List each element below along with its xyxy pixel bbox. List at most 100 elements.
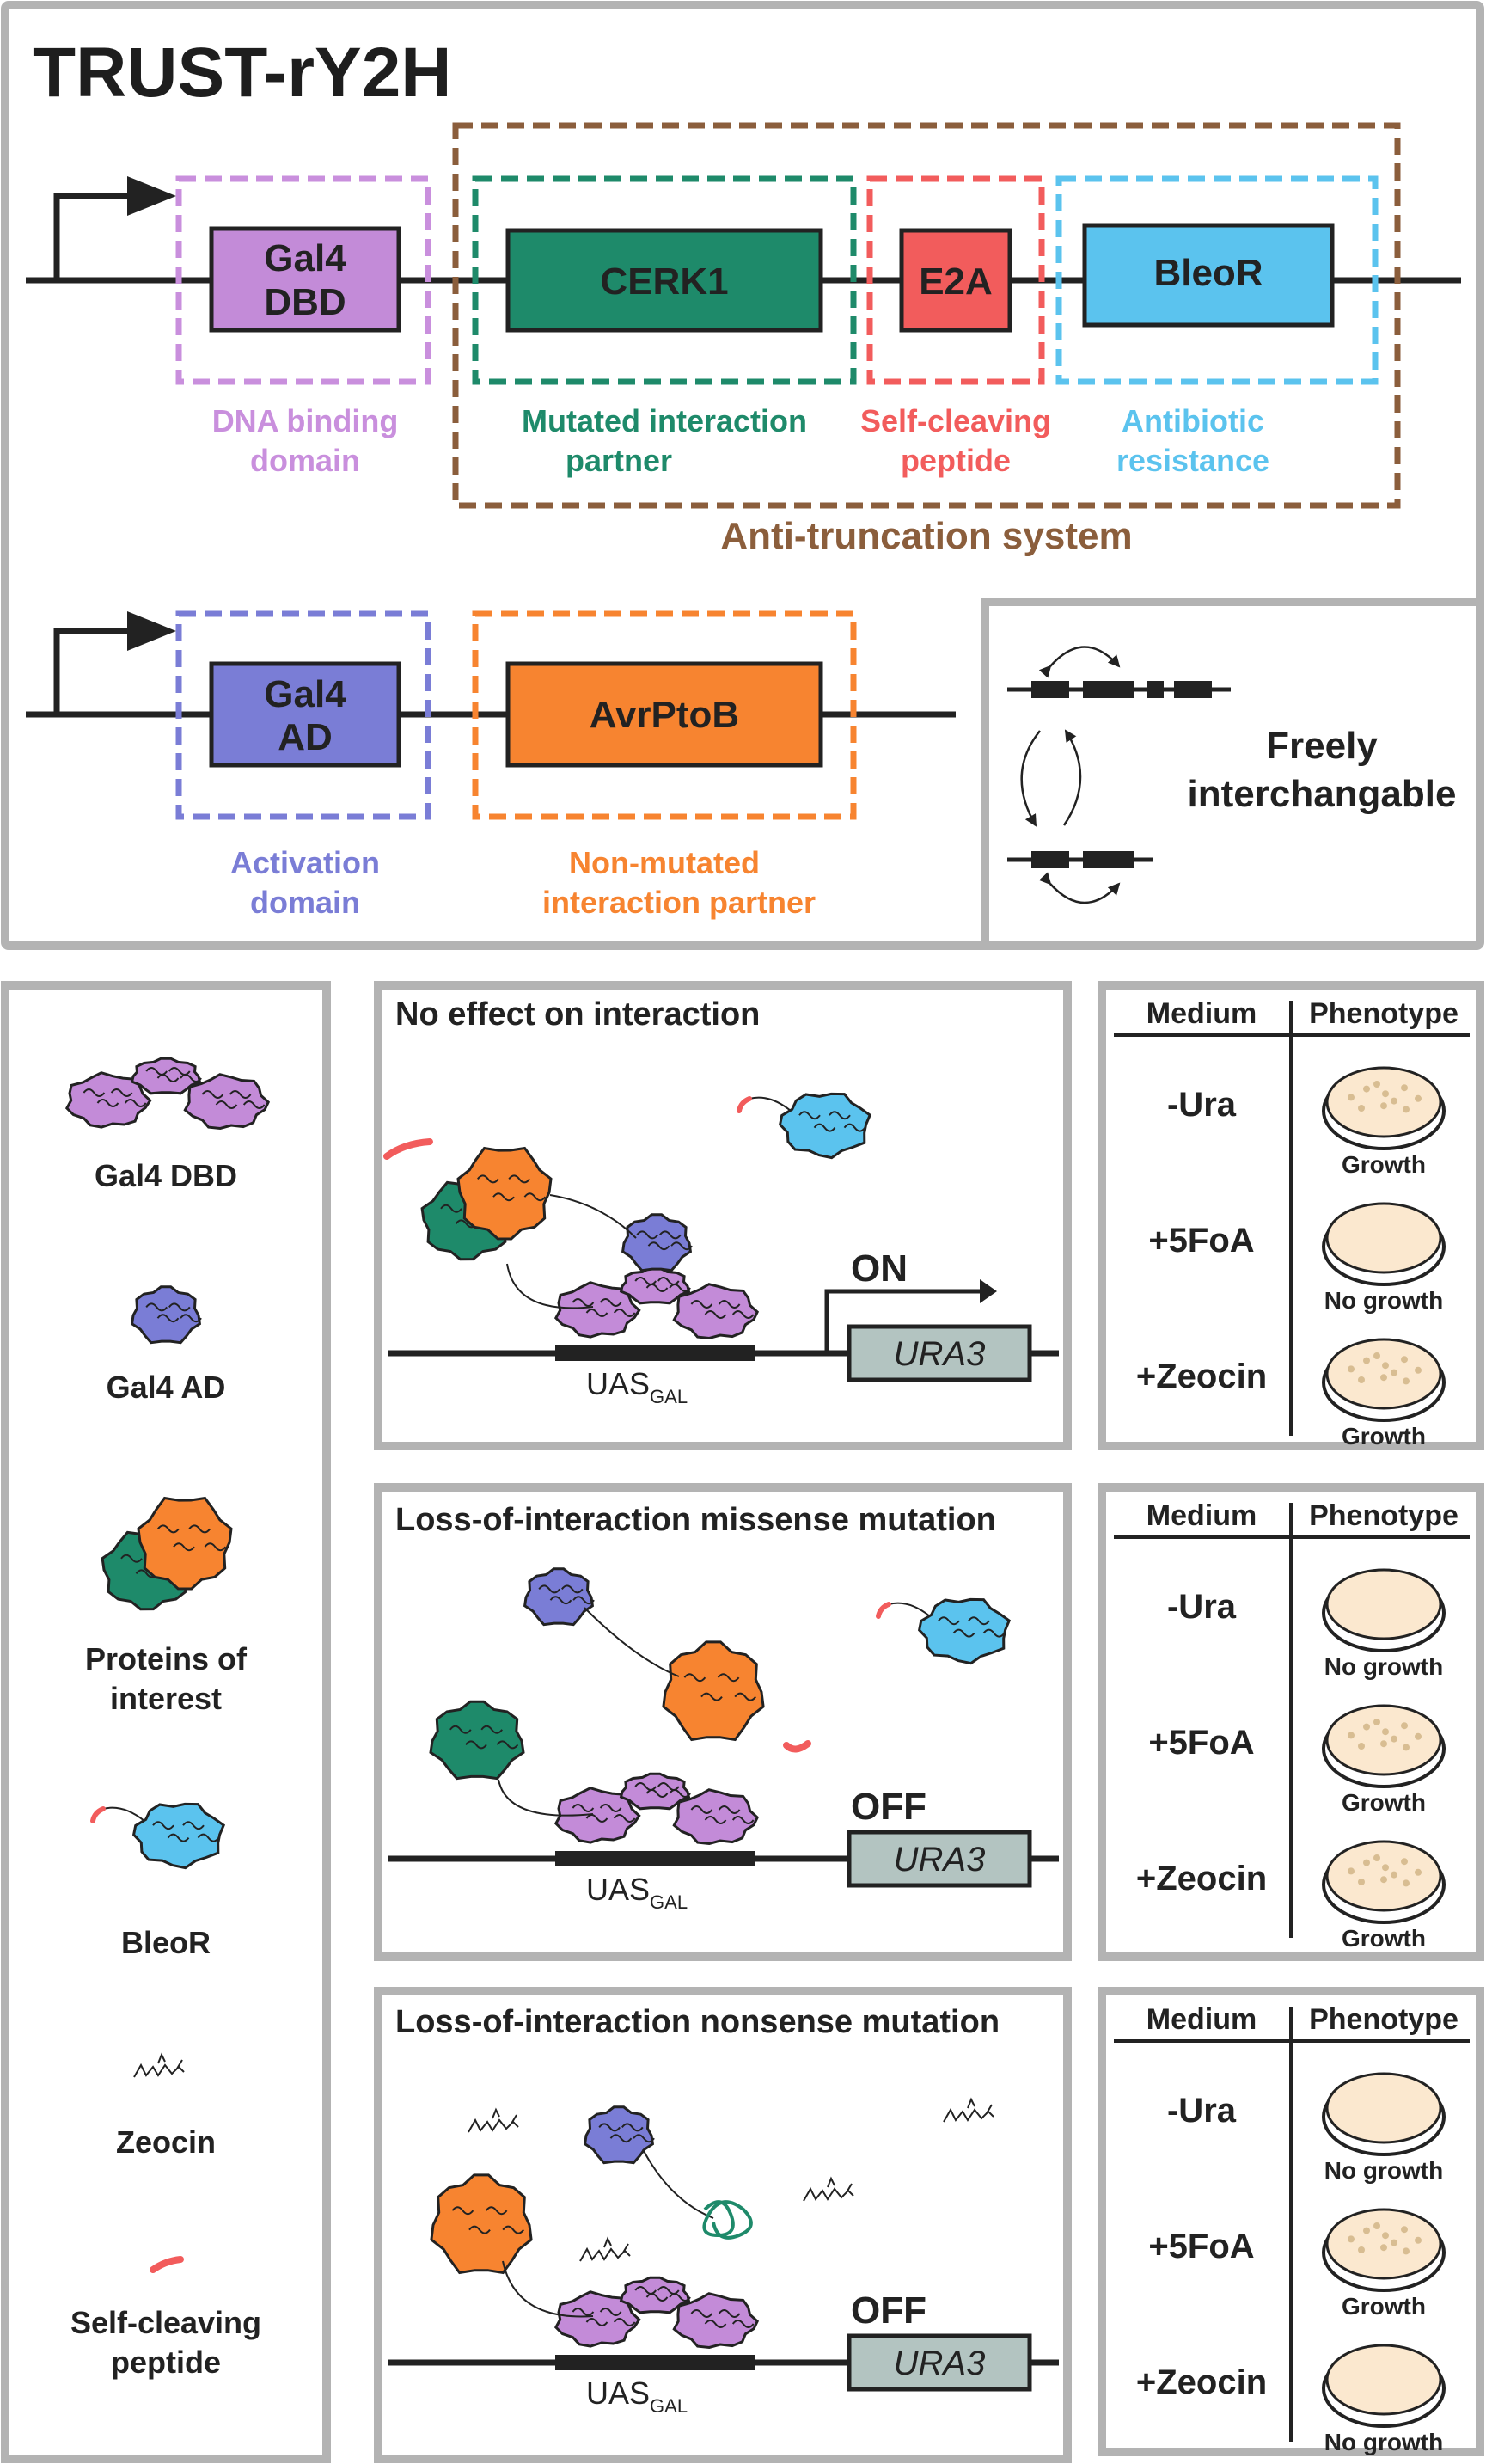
avrptob-label: AvrPtoB (590, 694, 739, 736)
legend-peptide-1: Self-cleaving (70, 2305, 261, 2340)
phenotype-cell: Growth (1342, 2293, 1426, 2320)
gal4-ad-box (209, 661, 401, 768)
yeast-colony (1403, 1744, 1410, 1751)
petri-dish-agar (1325, 1840, 1442, 1912)
phenotype-cell: No growth (1324, 2157, 1443, 2184)
yeast-colony (1401, 1356, 1408, 1364)
yeast-colony (1363, 1723, 1370, 1731)
gal4-dbd-label-2: DBD (264, 281, 346, 323)
dbd-lobe-left-texture (613, 2318, 636, 2326)
scenario-3-ura3-box (847, 2333, 1032, 2392)
zeocin-molecule (579, 2236, 631, 2262)
ad-blob-texture (659, 1230, 682, 1240)
dbd-lobe-left-texture (599, 2308, 622, 2316)
dbd-lobe-left-texture (572, 1298, 595, 1307)
scenario-3-uas (555, 2355, 755, 2370)
legend-panel: Gal4 DBD Gal4 AD Proteins of interest Bl… (1, 981, 331, 2463)
promoter-arrowhead-1 (127, 176, 176, 216)
bleor-blob-texture (938, 1616, 960, 1626)
ad-blob (130, 1285, 202, 1345)
phenotype-cell: Growth (1342, 1151, 1426, 1178)
scenario-3-linker-1 (642, 2148, 714, 2219)
ad-blob-texture (598, 2123, 621, 2132)
phenotype-cell: No growth (1324, 2429, 1443, 2455)
dbd-caption-1: DNA binding (212, 403, 399, 438)
ad-blob-texture (621, 2123, 644, 2132)
scenario-2-uas-label: UASGAL (586, 1872, 688, 1913)
dbd-lobe-center-texture (669, 2293, 691, 2302)
header-phenotype: Phenotype (1309, 1499, 1458, 1532)
mini-box-2 (1083, 681, 1134, 698)
gal4-dbd-label-1: Gal4 (264, 237, 346, 279)
dbd-lobe-left-texture (96, 1099, 119, 1107)
bleor-blob-texture (829, 1111, 851, 1120)
legend-gal4-ad: Gal4 AD (107, 1370, 226, 1405)
dbd-lobe-left-texture (572, 2308, 595, 2316)
yeast-colony (1403, 2247, 1410, 2255)
legend-dbd-icon (64, 1057, 271, 1131)
ad-dashed-frame (175, 610, 431, 820)
yeast-colony (1415, 1868, 1422, 1876)
petri-dish-agar (1325, 2344, 1442, 2416)
yeast-colony (1415, 2236, 1422, 2244)
yeast-colony (1401, 1722, 1408, 1730)
yeast-colony (1391, 1871, 1397, 1879)
yeast-colony (1358, 1376, 1365, 1383)
avrptob-blob (430, 2173, 533, 2275)
scenario-2-avrptob (662, 1640, 765, 1742)
petri-dish-agar (1325, 1202, 1442, 1274)
bleor-blob-texture (968, 1616, 990, 1626)
scenario-3-dbd (553, 2276, 760, 2350)
yeast-colony (1401, 1084, 1408, 1092)
bleor-peptide (876, 1602, 891, 1619)
petri-dish-agar (1325, 1568, 1442, 1640)
mini-box-1 (1031, 681, 1069, 698)
legend-poi-1: Proteins of (85, 1641, 248, 1676)
dbd-lobe-right-texture (731, 1310, 755, 1319)
bleor-blob (131, 1802, 226, 1870)
scenario-1-uas-label: UASGAL (586, 1366, 688, 1407)
avrptob-blob (662, 1640, 765, 1742)
yeast-colony (1382, 1090, 1389, 1098)
scenario-2-ura3: URA3 (894, 1841, 986, 1879)
e2a-box (899, 228, 1012, 333)
mutated-caption-2: partner (566, 443, 672, 478)
gal4-dbd-box (209, 226, 401, 333)
ad-blob-texture (156, 1314, 180, 1323)
ad-blob (583, 2105, 655, 2165)
dbd-lobe-right (672, 2292, 760, 2350)
dbd-lobe-left (553, 1281, 641, 1339)
yeast-colony (1391, 1735, 1397, 1743)
bleor-blob-texture (182, 1821, 205, 1830)
dbd-lobe-right-texture (690, 1805, 713, 1814)
petri-dish-agar (1325, 1704, 1442, 1776)
scenario-2-bleor (876, 1597, 1012, 1665)
avrptob-box (505, 661, 823, 768)
swap-arrow-right (1062, 729, 1082, 826)
mini-box-4 (1174, 681, 1212, 698)
dbd-lobe-left-texture (572, 1804, 595, 1812)
bleor-box (1082, 223, 1335, 328)
phenotype-cell: No growth (1324, 1653, 1443, 1680)
header-medium: Medium (1147, 2003, 1257, 2036)
medium-cell: -Ura (1167, 1588, 1237, 1626)
scenario-2: Loss-of-interaction missense mutation UA… (374, 1483, 1072, 1961)
dbd-lobe-center-texture (645, 2293, 669, 2302)
petri-dish-agar (1325, 2072, 1442, 2144)
scenario-3-uas-label: UASGAL (586, 2375, 688, 2417)
yeast-colony (1358, 1743, 1365, 1750)
dbd-lobe-left-texture (124, 1099, 147, 1107)
yeast-colony (1373, 1081, 1380, 1088)
construct-1: Gal4 DBD CERK1 E2A BleoR DNA binding dom… (26, 122, 1461, 557)
antibiotic-caption-1: Antibiotic (1122, 403, 1264, 438)
nonmutated-frame (472, 610, 857, 820)
bleor-tail (749, 1096, 792, 1112)
yeast-colony (1363, 1357, 1370, 1364)
scenario-3-title: Loss-of-interaction nonsense mutation (395, 2004, 1000, 2040)
poi-orange-blob (456, 1146, 553, 1241)
ad-blob-texture (633, 2134, 655, 2143)
anti-truncation-frame (452, 122, 1401, 509)
ad-blob-texture (168, 1302, 191, 1312)
bleor-tail (888, 1602, 931, 1617)
